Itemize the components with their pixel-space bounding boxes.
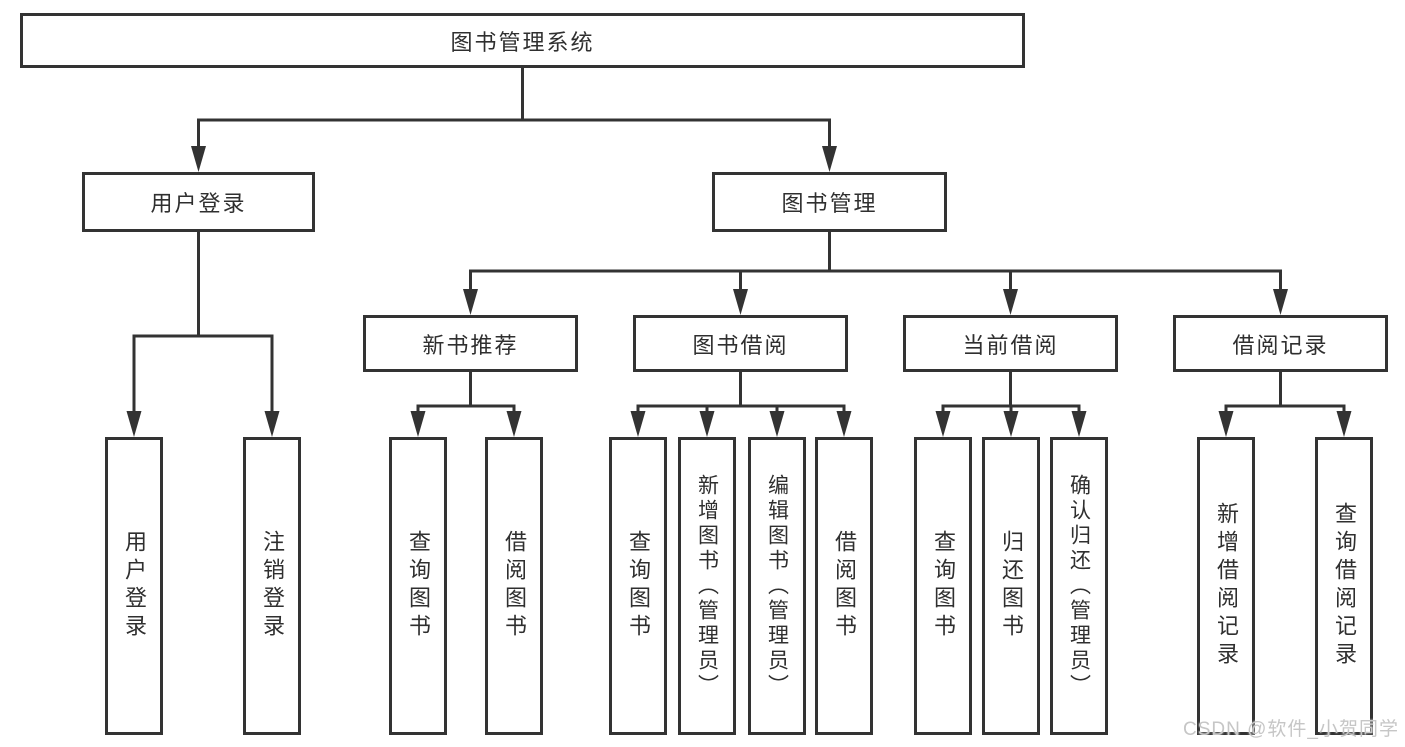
leaf-return-books: 归还图书 — [982, 437, 1040, 735]
leaf-label: 查询图书 — [931, 530, 956, 642]
leaf-label: 新增借阅记录 — [1214, 502, 1239, 670]
leaf-label: 编辑图书（管理员） — [765, 473, 789, 699]
node-book-management: 图书管理 — [712, 172, 947, 232]
leaf-label: 查询图书 — [406, 530, 431, 642]
leaf-label: 归还图书 — [999, 530, 1024, 642]
leaf-add-books-admin: 新增图书（管理员） — [678, 437, 736, 735]
arrowheads-userlogin-leaves — [126, 411, 280, 437]
arrowheads-level2 — [191, 146, 837, 172]
node-label: 借阅记录 — [1232, 332, 1329, 358]
node-label: 当前借阅 — [962, 332, 1059, 358]
leaf-query-books-borrow: 查询图书 — [609, 437, 667, 735]
leaf-label: 借阅图书 — [832, 530, 857, 642]
leaf-add-borrow-record: 新增借阅记录 — [1197, 437, 1255, 735]
node-borrow-records: 借阅记录 — [1173, 315, 1388, 372]
leaf-query-borrow-record: 查询借阅记录 — [1315, 437, 1373, 735]
arrowheads-leaves — [410, 411, 1352, 437]
node-label: 图书管理 — [781, 191, 878, 216]
node-label: 新书推荐 — [422, 332, 519, 358]
node-current-borrow: 当前借阅 — [903, 315, 1118, 372]
leaf-confirm-return-admin: 确认归还（管理员） — [1050, 437, 1108, 735]
leaf-label: 用户登录 — [122, 530, 147, 642]
node-new-book-recommend: 新书推荐 — [363, 315, 578, 372]
leaf-borrow-books: 借阅图书 — [815, 437, 873, 735]
leaf-label: 新增图书（管理员） — [695, 473, 719, 699]
leaf-edit-books-admin: 编辑图书（管理员） — [748, 437, 806, 735]
leaf-label: 确认归还（管理员） — [1067, 473, 1091, 699]
leaf-logout: 注销登录 — [243, 437, 301, 735]
connector-level3-to-leaves — [416, 372, 1346, 414]
leaf-label: 借阅图书 — [502, 530, 527, 642]
leaf-label: 查询借阅记录 — [1332, 502, 1357, 670]
arrowheads-level3 — [463, 289, 1288, 315]
node-library-management-system: 图书管理系统 — [20, 13, 1025, 68]
leaf-user-login: 用户登录 — [105, 437, 163, 735]
leaf-label: 注销登录 — [260, 530, 285, 642]
leaf-label: 查询图书 — [626, 530, 651, 642]
connector-root-to-level2 — [197, 68, 831, 150]
leaf-query-books-current: 查询图书 — [914, 437, 972, 735]
node-book-borrow: 图书借阅 — [633, 315, 848, 372]
connector-userlogin-to-leaves — [132, 232, 274, 413]
node-user-login: 用户登录 — [82, 172, 315, 232]
csdn-watermark: CSDN @软件_小贺同学 — [1183, 719, 1399, 740]
node-label: 图书管理系统 — [450, 29, 595, 55]
node-label: 用户登录 — [150, 191, 247, 216]
leaf-borrow-books-recommend: 借阅图书 — [485, 437, 543, 735]
leaf-query-books-recommend: 查询图书 — [389, 437, 447, 735]
connector-bookmgmt-to-level3 — [469, 232, 1282, 292]
node-label: 图书借阅 — [692, 332, 789, 358]
